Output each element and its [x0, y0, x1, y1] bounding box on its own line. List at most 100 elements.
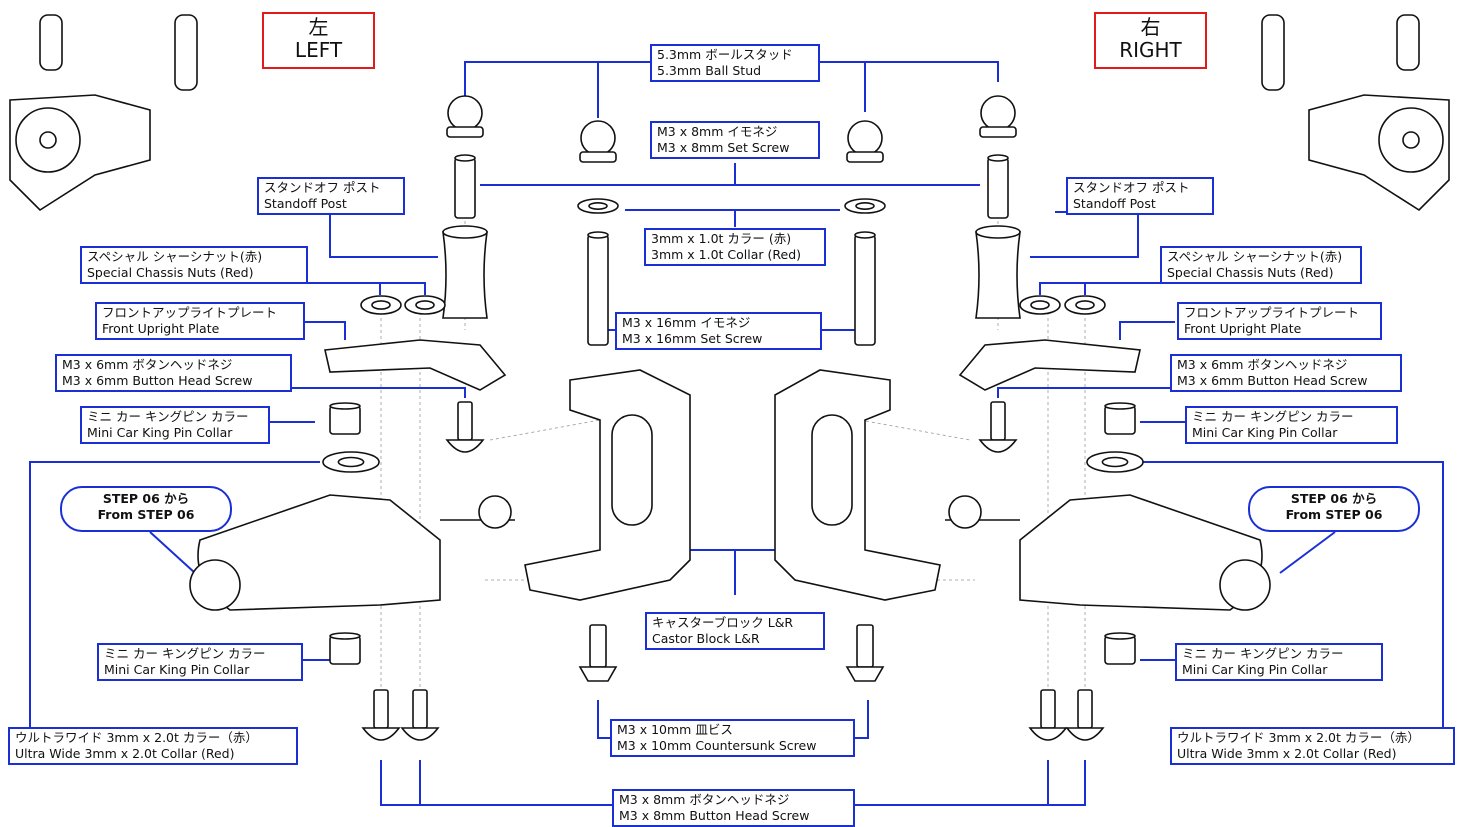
assembled-right-stud-b — [1261, 14, 1285, 91]
king-pin-collar-part — [329, 635, 361, 665]
ball-stud-part — [580, 120, 616, 156]
callout-ja: M3 x 10mm 皿ビス — [617, 722, 733, 737]
ball-stud-part-flange — [446, 126, 484, 138]
chassis-nut-part-hole — [1030, 300, 1050, 310]
assembled-left-stud-b — [174, 14, 198, 91]
set-screw-8mm-part-top — [987, 154, 1009, 162]
step-ref-line2: From STEP 06 — [1285, 507, 1383, 522]
callout-en: Mini Car King Pin Collar — [104, 662, 250, 677]
callout-ja: M3 x 16mm イモネジ — [622, 315, 751, 330]
callout-ja: 3mm x 1.0t カラー (赤) — [651, 231, 792, 246]
ball-stud-part-flange — [846, 151, 884, 163]
callout-en: M3 x 8mm Set Screw — [657, 140, 790, 155]
callout-en: Special Chassis Nuts (Red) — [1167, 265, 1334, 280]
callout-en: 5.3mm Ball Stud — [657, 63, 762, 78]
step-ref-line1: STEP 06 から — [1290, 491, 1378, 506]
callout-en: Front Upright Plate — [1184, 321, 1302, 336]
callout-en: M3 x 6mm Button Head Screw — [62, 373, 253, 388]
callout-ja: M3 x 8mm イモネジ — [657, 124, 778, 139]
knuckle-right-axle — [1219, 559, 1271, 611]
ultra-wide-collar-part-hole — [337, 456, 365, 468]
callout-ja: ミニ カー キングピン カラー — [104, 646, 266, 661]
callout-collar-1-0: 3mm x 1.0t カラー (赤) 3mm x 1.0t Collar (Re… — [644, 228, 826, 266]
callout-en: M3 x 6mm Button Head Screw — [1177, 373, 1368, 388]
callout-ja: スタンドオフ ポスト — [1073, 180, 1190, 195]
step-ref-line2: From STEP 06 — [97, 507, 195, 522]
upright-plate-left-part — [324, 339, 507, 391]
callout-king-pin-collar-top-left: ミニ カー キングピン カラー Mini Car King Pin Collar — [80, 406, 270, 444]
left-side-kanji: 左 — [308, 15, 329, 39]
left-side-label: 左 LEFT — [262, 12, 375, 69]
chassis-nut-part-hole — [371, 300, 391, 310]
callout-en: 3mm x 1.0t Collar (Red) — [651, 247, 801, 262]
callout-ja: 5.3mm ボールスタッド — [657, 47, 793, 62]
step-ref-right: STEP 06 から From STEP 06 — [1248, 486, 1420, 532]
callout-ja: スペシャル シャーシナット(赤) — [1167, 249, 1343, 264]
callout-ja: ウルトラワイド 3mm x 2.0t カラー（赤） — [15, 730, 258, 745]
part-drawings — [9, 14, 1450, 741]
button-screw-6mm-part — [457, 401, 473, 441]
callout-ultra-wide-collar-right: ウルトラワイド 3mm x 2.0t カラー（赤） Ultra Wide 3mm… — [1170, 727, 1455, 765]
callout-chassis-nuts-left: スペシャル シャーシナット(赤) Special Chassis Nuts (R… — [80, 246, 308, 284]
button-screw-8mm-part — [412, 689, 428, 729]
callout-set-screw-8: M3 x 8mm イモネジ M3 x 8mm Set Screw — [650, 121, 820, 159]
set-screw-8mm-part-top — [454, 154, 476, 162]
callout-en: Ultra Wide 3mm x 2.0t Collar (Red) — [1177, 746, 1397, 761]
button-screw-8mm-part-head — [1065, 727, 1105, 741]
chassis-nut-part-hole — [415, 300, 435, 310]
callout-ja: M3 x 6mm ボタンヘッドネジ — [62, 357, 233, 372]
button-screw-6mm-part-head — [445, 439, 485, 453]
set-screw-16mm-part — [854, 234, 876, 346]
ultra-wide-collar-part-hole — [1101, 456, 1129, 468]
set-screw-8mm-part — [987, 157, 1009, 219]
step-ref-line1: STEP 06 から — [102, 491, 190, 506]
callout-en: Castor Block L&R — [652, 631, 760, 646]
callout-ja: M3 x 8mm ボタンヘッドネジ — [619, 792, 790, 807]
set-screw-16mm-part — [587, 234, 609, 346]
button-screw-8mm-part — [1040, 689, 1056, 729]
callout-ja: ミニ カー キングピン カラー — [87, 409, 249, 424]
standoff-post-part — [975, 231, 1021, 319]
ball-stud-part-flange — [979, 126, 1017, 138]
right-side-text: RIGHT — [1119, 38, 1182, 62]
callout-ja: ミニ カー キングピン カラー — [1192, 409, 1354, 424]
callout-set-screw-16: M3 x 16mm イモネジ M3 x 16mm Set Screw — [615, 312, 822, 350]
callout-standoff-post-left: スタンドオフ ポスト Standoff Post — [257, 177, 405, 215]
callout-ja: フロントアップライトプレート — [1184, 305, 1360, 320]
assembled-right-hub-center — [1402, 131, 1420, 149]
standoff-post-part — [442, 231, 488, 319]
ball-stud-part-flange — [579, 151, 617, 163]
assembled-left-stud-a — [39, 14, 63, 71]
callout-button-screw-8: M3 x 8mm ボタンヘッドネジ M3 x 8mm Button Head S… — [612, 789, 855, 827]
callout-en: M3 x 10mm Countersunk Screw — [617, 738, 817, 753]
collar-1-0-part-hole — [588, 202, 608, 210]
button-screw-8mm-part-head — [400, 727, 440, 741]
callout-king-pin-collar-top-right: ミニ カー キングピン カラー Mini Car King Pin Collar — [1185, 406, 1398, 444]
collar-1-0-part-hole — [855, 202, 875, 210]
callout-button-screw-6-left: M3 x 6mm ボタンヘッドネジ M3 x 6mm Button Head S… — [55, 354, 292, 392]
callout-ball-stud: 5.3mm ボールスタッド 5.3mm Ball Stud — [650, 44, 820, 82]
callout-king-pin-collar-bottom-right: ミニ カー キングピン カラー Mini Car King Pin Collar — [1175, 643, 1383, 681]
callout-upright-plate-right: フロントアップライトプレート Front Upright Plate — [1177, 302, 1382, 340]
castor-block-left-part — [524, 369, 691, 601]
callout-en: Standoff Post — [1073, 196, 1156, 211]
king-pin-collar-part-top — [329, 402, 361, 410]
ball-stud-part — [847, 120, 883, 156]
callout-en: Front Upright Plate — [102, 321, 220, 336]
ball-stud-part — [980, 95, 1016, 131]
set-screw-16mm-part-top — [854, 231, 876, 239]
callout-ja: スペシャル シャーシナット(赤) — [87, 249, 263, 264]
right-side-kanji: 右 — [1140, 15, 1161, 39]
left-side-text: LEFT — [294, 38, 343, 62]
standoff-post-top — [442, 225, 488, 239]
callout-en: Mini Car King Pin Collar — [87, 425, 233, 440]
button-screw-8mm-part-head — [361, 727, 401, 741]
callout-en: Mini Car King Pin Collar — [1192, 425, 1338, 440]
set-screw-16mm-part-top — [587, 231, 609, 239]
castor-block-right-slot — [811, 414, 853, 526]
callout-chassis-nuts-right: スペシャル シャーシナット(赤) Special Chassis Nuts (R… — [1160, 246, 1362, 284]
knuckle-left-ball — [478, 495, 512, 529]
king-pin-collar-part-top — [1104, 402, 1136, 410]
button-screw-6mm-part-head — [978, 439, 1018, 453]
assembled-left-hub-center — [39, 131, 57, 149]
